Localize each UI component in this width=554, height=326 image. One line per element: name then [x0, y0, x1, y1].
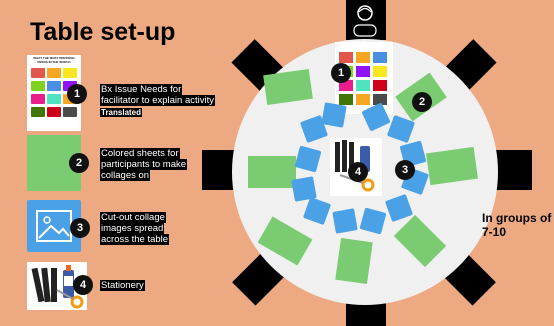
legend-number-4: 4 [73, 275, 93, 295]
legend-label-4: Stationery [100, 280, 145, 291]
legend-label-2: Colored sheets for participants to make … [100, 148, 188, 181]
table-badges [331, 63, 432, 182]
table-badge-4: 4 [354, 166, 362, 178]
host-icon [353, 5, 377, 37]
legend-note-translated: Translated [100, 108, 143, 117]
table-badge-3: 3 [401, 164, 409, 176]
legend-number-2: 2 [69, 153, 89, 173]
glue-icon [63, 265, 74, 298]
legend-number-3: 3 [70, 218, 90, 238]
marker-icon [31, 267, 57, 303]
table-badge-1: 1 [337, 67, 345, 79]
table-badge-2: 2 [418, 96, 426, 108]
legend-number-1: 1 [67, 84, 87, 104]
image-tiles [291, 102, 429, 235]
poster-title: WHAT THE MOST PRESSING NEEDS IN THE WORL… [33, 56, 75, 64]
scissors-icon [56, 289, 84, 309]
legend-label-1: Bx Issue Needs for facilitator to explai… [100, 84, 215, 106]
legend-label-3: Cut-out collage images spread across the… [100, 212, 170, 245]
page-title: Table set-up [30, 18, 176, 46]
groups-note: In groups of 7-10 [482, 211, 552, 239]
green-sheets [248, 68, 478, 285]
host-label: Host [351, 40, 367, 47]
